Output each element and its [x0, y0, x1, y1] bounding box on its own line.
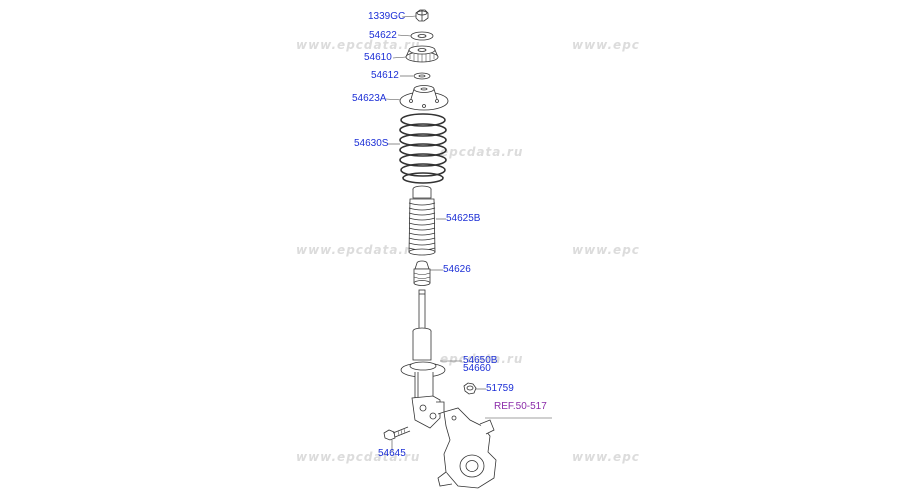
- watermark-top-right: www.epc: [572, 38, 640, 52]
- washer-54612: [413, 72, 431, 80]
- leader-lines: [385, 15, 552, 452]
- insulator-54610: [405, 45, 439, 63]
- label-ref-50-517[interactable]: REF.50-517: [494, 401, 547, 412]
- watermark-top-left: www.epcdata.ru: [296, 38, 421, 52]
- label-54626[interactable]: 54626: [443, 264, 471, 275]
- watermark-mid-2: epcdata.ru: [440, 352, 524, 366]
- strut-assembly-54650b: [400, 289, 446, 429]
- watermark-mid-left: www.epcdata.ru: [296, 243, 421, 257]
- coil-spring-54630s: [399, 113, 447, 184]
- bolt-54645: [383, 426, 411, 441]
- dust-boot-54625b: [408, 185, 436, 256]
- nut-1339gc: [415, 9, 429, 22]
- label-54610[interactable]: 54610: [364, 52, 392, 63]
- nut-51759: [463, 382, 477, 395]
- watermark-bottom-left: www.epcdata.ru: [296, 450, 421, 464]
- label-54623a[interactable]: 54623A: [352, 93, 387, 104]
- label-54625b[interactable]: 54625B: [446, 213, 481, 224]
- label-54645[interactable]: 54645: [378, 448, 406, 459]
- spring-seat-54623a: [399, 85, 449, 111]
- watermark-mid-right: www.epc: [572, 243, 640, 257]
- steering-knuckle: [437, 407, 497, 489]
- bump-stopper-54626: [413, 260, 431, 286]
- label-54622[interactable]: 54622: [369, 30, 397, 41]
- label-54612[interactable]: 54612: [371, 70, 399, 81]
- washer-54622: [410, 31, 434, 41]
- label-54630s[interactable]: 54630S: [354, 138, 389, 149]
- label-51759[interactable]: 51759: [486, 383, 514, 394]
- label-54650b[interactable]: 54650B: [463, 355, 498, 366]
- label-54660[interactable]: 54660: [463, 363, 491, 374]
- watermark-mid-1: epcdata.ru: [440, 145, 524, 159]
- watermark-bottom-right: www.epc: [572, 450, 640, 464]
- label-1339gc[interactable]: 1339GC: [368, 11, 406, 22]
